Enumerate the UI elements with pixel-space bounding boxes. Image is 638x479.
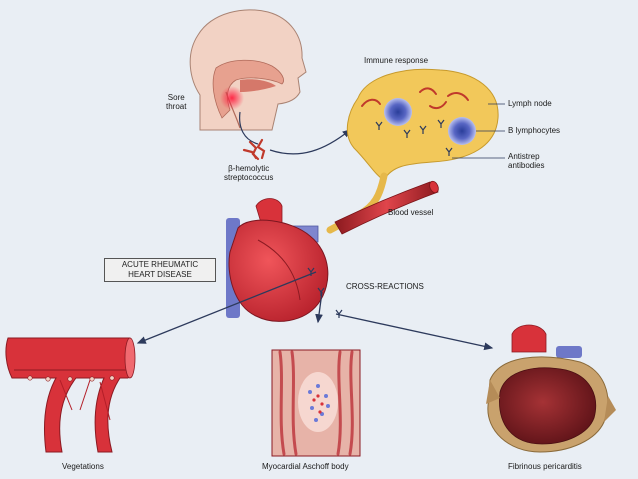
streptococcus-label-line1: β-hemolytic (228, 164, 270, 173)
fibrinous-pericarditis-illustration (486, 324, 616, 453)
ard-label-line2: HEART DISEASE (128, 269, 192, 279)
sore-throat-label: Sore throat (166, 93, 186, 111)
immune-response-label: Immune response (364, 56, 429, 65)
label-leader-lines (452, 103, 505, 159)
blood-vessel-illustration (326, 172, 439, 235)
aschoff-body-label: Myocardial Aschoff body (262, 462, 349, 471)
pericarditis-label: Fibrinous pericarditis (508, 462, 582, 471)
b-lymphocyte-cell-icon (448, 117, 476, 145)
heart-illustration (226, 198, 329, 322)
streptococcus-label: β-hemolytic streptococcus (224, 164, 273, 182)
cross-reaction-arrows (136, 271, 494, 351)
vegetations-label: Vegetations (62, 462, 104, 471)
cross-reactions-label: CROSS-REACTIONS (346, 282, 424, 291)
bacteria-to-node-arrow (269, 129, 351, 155)
sore-throat-label-line2: throat (166, 102, 187, 112)
streptococcus-bacteria-icon (242, 138, 266, 161)
b-lymphocyte-cell-icon (384, 98, 412, 126)
lymph-node-label: Lymph node (508, 99, 552, 108)
sore-throat-label-line1: Sore (167, 93, 185, 102)
throat-to-bacteria-line (239, 111, 259, 145)
b-lymphocytes-label: B lymphocytes (508, 126, 561, 135)
streptococcus-label-line2: streptococcus (224, 173, 274, 183)
lymph-node-illustration (346, 68, 499, 181)
aschoff-body-illustration (271, 349, 361, 457)
acute-rheumatic-heart-disease-box: ACUTE RHEUMATIC HEART DISEASE (104, 258, 216, 282)
antistrep-label-line2: antibodies (508, 161, 545, 171)
antistrep-label-line1: Antistrep (508, 152, 540, 161)
ard-label-line1: ACUTE RHEUMATIC (121, 260, 199, 269)
vegetations-illustration (5, 337, 136, 453)
blood-vessel-label: Blood vessel (388, 208, 434, 217)
antistrep-antibodies-label: Antistrep antibodies (508, 152, 544, 170)
human-head-illustration (189, 9, 307, 131)
